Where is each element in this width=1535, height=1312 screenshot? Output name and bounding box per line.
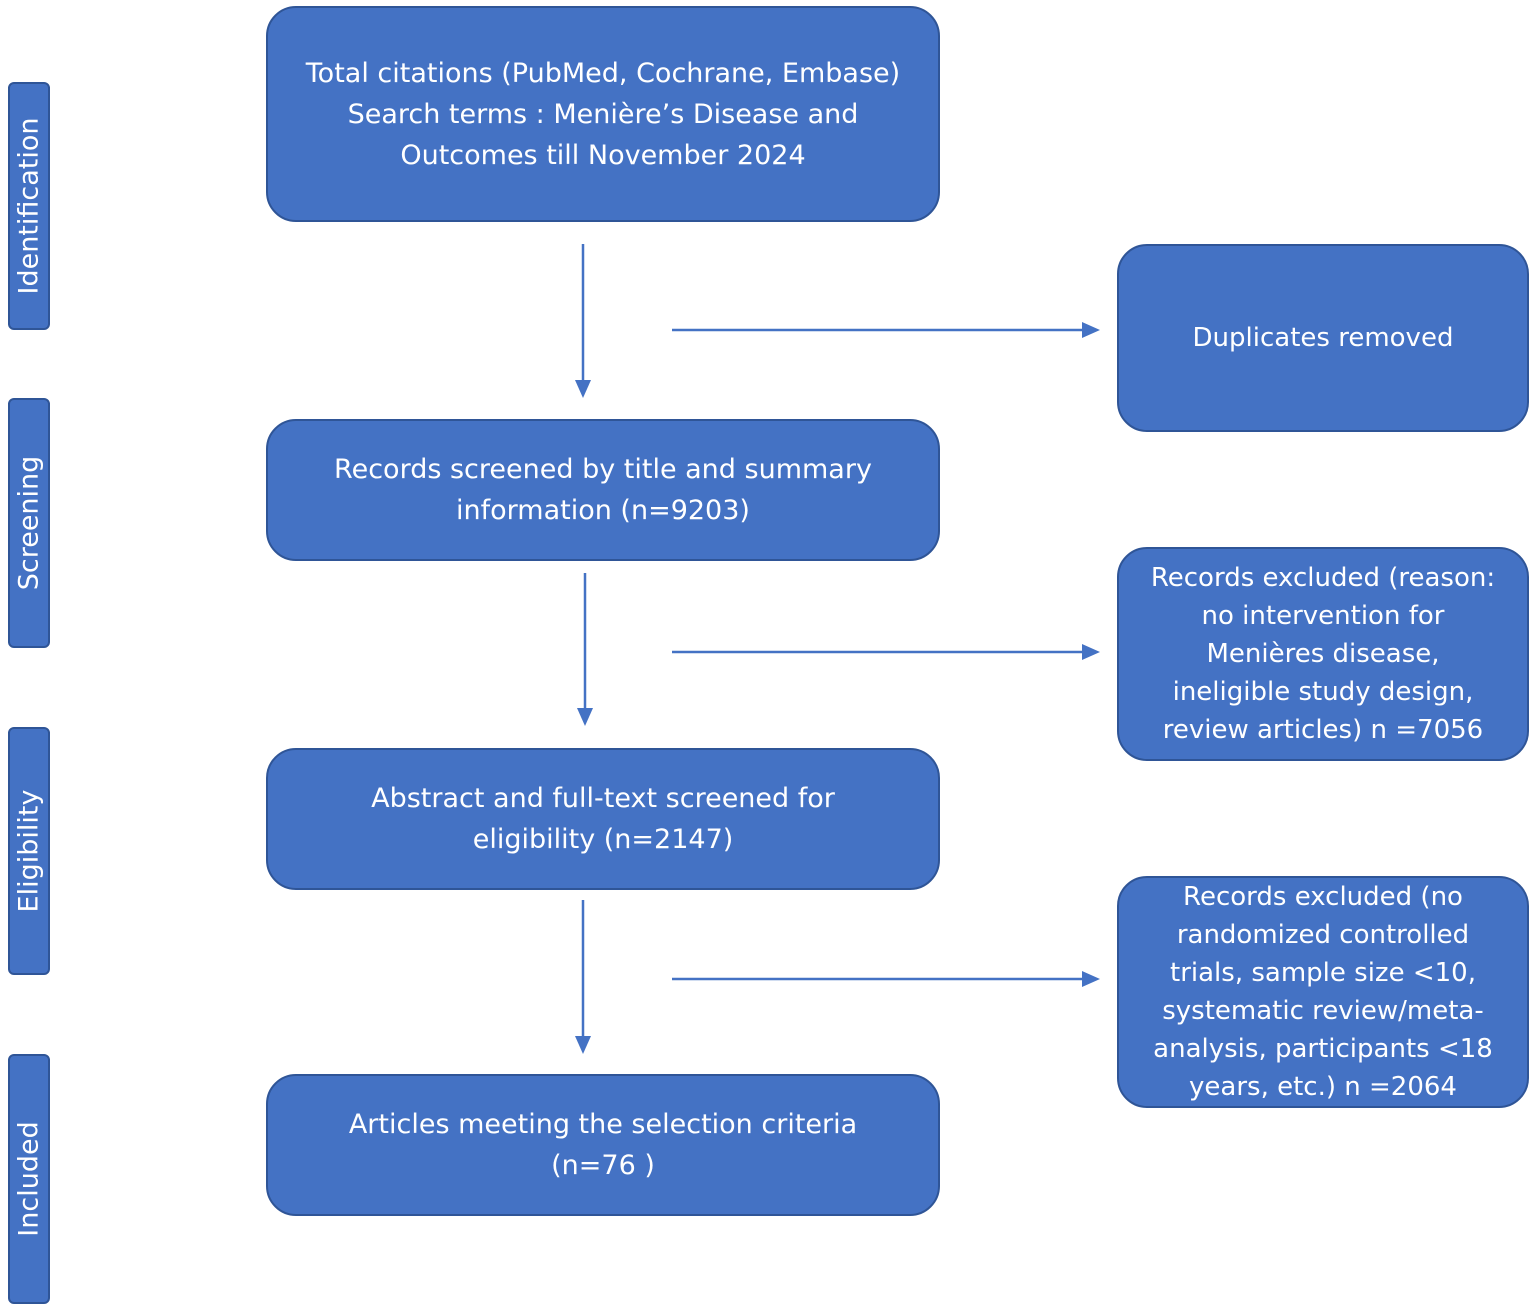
- excluded-screening-text: Records excluded (reason: no interventio…: [1150, 563, 1496, 745]
- arrow-down-1: [575, 244, 591, 398]
- included-text: Articles meeting the selection criteria …: [348, 1109, 858, 1181]
- excluded-screening-box: Records excluded (reason: no interventio…: [1117, 547, 1529, 761]
- phase-screening: Screening: [8, 398, 50, 648]
- duplicates-text: Duplicates removed: [1192, 323, 1454, 353]
- included-box: Articles meeting the selection criteria …: [266, 1074, 940, 1216]
- phase-eligibility: Eligibility: [8, 727, 50, 975]
- citations-box: Total citations (PubMed, Cochrane, Embas…: [266, 6, 940, 222]
- phase-identification: Identification: [8, 82, 50, 330]
- arrow-down-3: [575, 900, 591, 1054]
- screened-box: Records screened by title and summary in…: [266, 419, 940, 561]
- arrow-right-3: [672, 971, 1100, 987]
- excluded-eligibility-box: Records excluded (no randomized controll…: [1117, 876, 1529, 1108]
- screened-text: Records screened by title and summary in…: [334, 454, 872, 526]
- arrow-down-2: [577, 573, 593, 726]
- phase-included: Included: [8, 1054, 50, 1304]
- arrow-right-2: [672, 644, 1100, 660]
- eligibility-box: Abstract and full-text screened for elig…: [266, 748, 940, 890]
- duplicates-box: Duplicates removed: [1117, 244, 1529, 432]
- excluded-eligibility-text: Records excluded (no randomized controll…: [1153, 882, 1493, 1102]
- arrow-right-1: [672, 322, 1100, 338]
- eligibility-text: Abstract and full-text screened for elig…: [371, 783, 835, 855]
- citations-text: Total citations (PubMed, Cochrane, Embas…: [305, 57, 901, 171]
